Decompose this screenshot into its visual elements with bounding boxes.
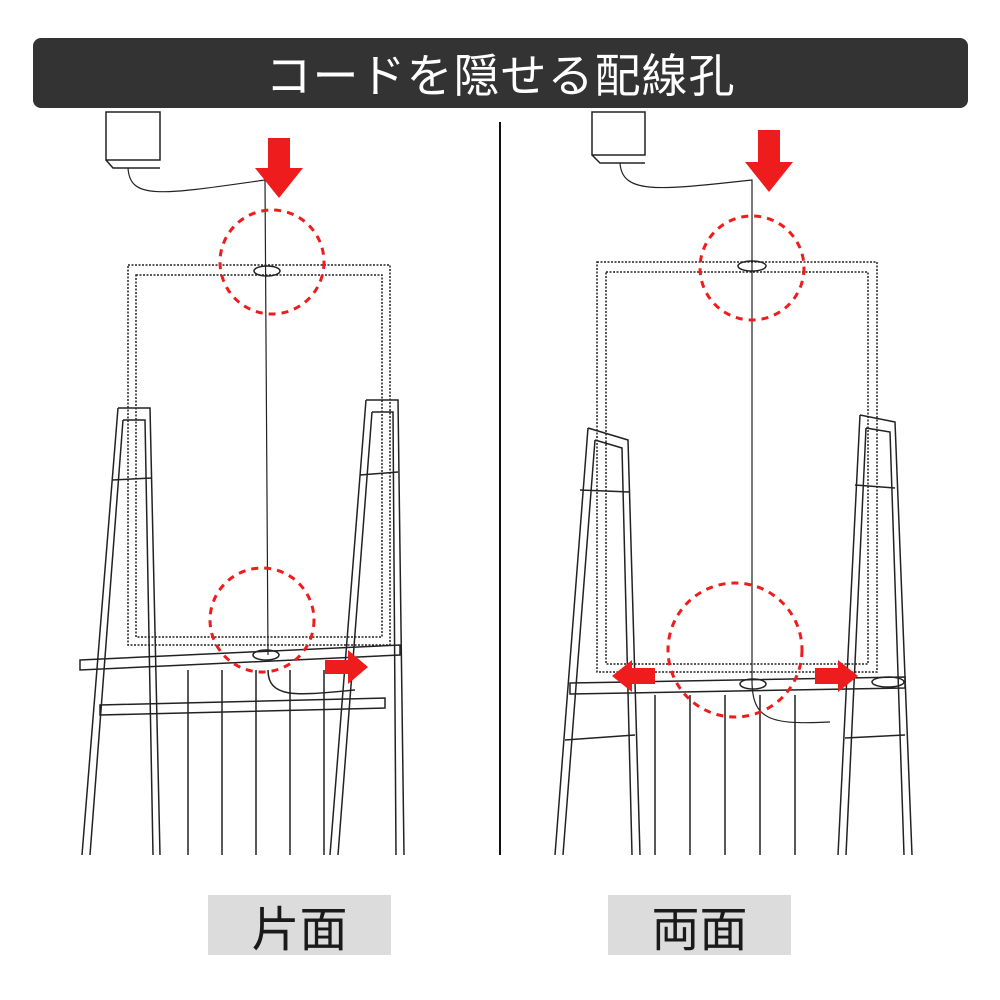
arrow-right-icon (815, 660, 858, 692)
highlight-circle (208, 566, 316, 674)
highlight-circle (666, 581, 804, 719)
double-sided-label-text: 両面 (651, 902, 748, 958)
board (127, 264, 391, 646)
single-sided-easel (79, 111, 405, 856)
arrow-left-icon (612, 660, 655, 692)
arrow-down-icon (745, 130, 793, 192)
cord (619, 162, 831, 724)
arrow-down-icon (255, 138, 303, 198)
title-text: コードを隠せる配線孔 (265, 49, 736, 103)
shelf (79, 644, 401, 671)
arrow-right-icon (325, 650, 368, 684)
double-sided-easel (554, 111, 913, 856)
cord-hole-top (253, 265, 281, 277)
cord-hole-bottom (252, 649, 280, 661)
highlight-circle (698, 214, 806, 322)
cord (127, 167, 269, 656)
single-sided-label-text: 片面 (251, 902, 348, 958)
adapter-box (105, 111, 161, 169)
adapter-box (591, 111, 646, 164)
double-sided-label: 両面 (608, 895, 791, 958)
board (596, 261, 878, 673)
cord-hole-bottom (739, 678, 767, 690)
single-sided-label: 片面 (208, 895, 391, 958)
highlight-circle (218, 208, 326, 316)
cord-hole-top (737, 260, 767, 272)
title-banner: コードを隠せる配線孔 (33, 38, 968, 108)
